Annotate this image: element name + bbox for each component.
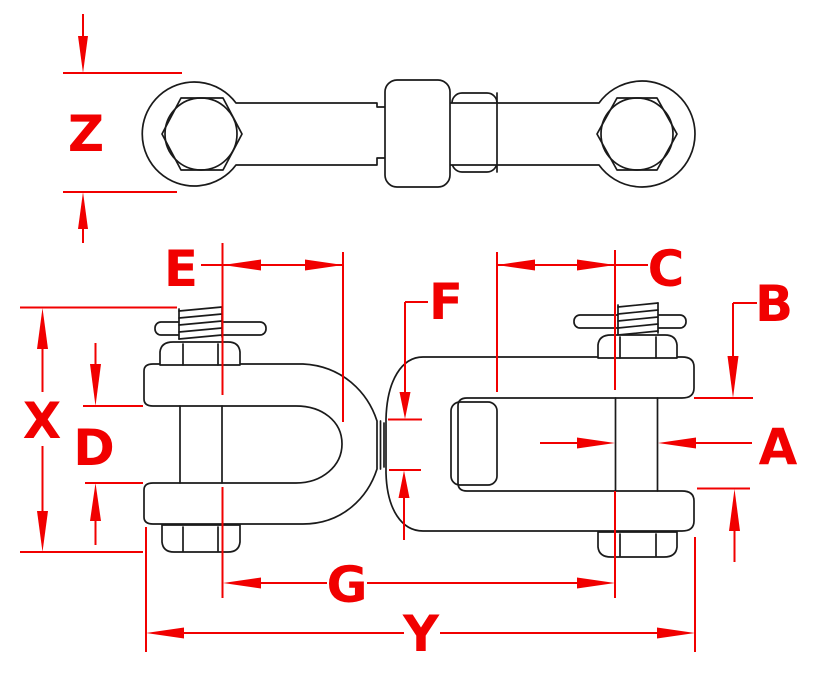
- dim-z: [63, 14, 182, 243]
- dim-label-c: C: [648, 240, 685, 298]
- plan-view: [141, 79, 696, 188]
- plan-right-bolt-circle: [600, 97, 674, 171]
- dim-b: [694, 302, 757, 562]
- dim-f: [388, 301, 428, 540]
- dim-label-y: Y: [402, 605, 440, 663]
- dim-y: [145, 527, 696, 652]
- plan-right-hex-nut: [596, 97, 678, 171]
- dim-d: [83, 343, 143, 545]
- dim-a: [540, 437, 752, 449]
- dim-e: [201, 243, 344, 422]
- left-pin-threads: [178, 306, 223, 340]
- dim-g: [221, 487, 616, 598]
- dim-label-x: X: [23, 392, 62, 450]
- dim-label-g: G: [326, 556, 367, 614]
- right-jaw-body: [385, 356, 695, 532]
- left-jaw-body: [143, 363, 378, 525]
- right-pin-top-nut: [597, 334, 678, 359]
- dim-label-d: D: [73, 419, 115, 477]
- dimensions: [20, 14, 757, 652]
- dim-label-f: F: [429, 273, 463, 331]
- plan-left-hex-head: [161, 97, 243, 171]
- plan-swivel-collar-large: [384, 79, 451, 188]
- right-jaw-slot-window: [450, 401, 498, 486]
- dim-label-e: E: [164, 240, 198, 298]
- plan-left-bolt-circle: [164, 97, 238, 171]
- dim-label-a: A: [759, 418, 798, 476]
- right-pin-mask: [617, 399, 656, 490]
- left-pin-top-nut: [159, 341, 241, 366]
- dim-label-z: Z: [68, 105, 104, 163]
- left-pin-bottom-hex: [161, 524, 241, 553]
- right-pin-bottom-hex: [597, 531, 678, 558]
- dimension-labels: Z E F C B X D A G Y: [23, 105, 798, 663]
- dim-c: [496, 250, 648, 392]
- dim-label-b: B: [755, 275, 793, 333]
- front-view: [143, 302, 695, 558]
- dim-x: [20, 306, 177, 553]
